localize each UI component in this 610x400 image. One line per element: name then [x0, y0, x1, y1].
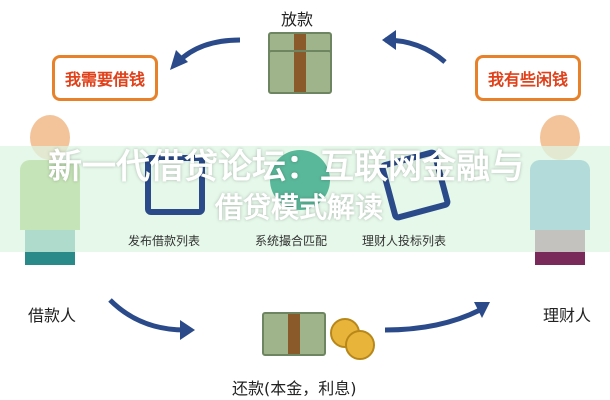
- repay-label: 还款(本金，利息): [232, 379, 357, 398]
- borrower-speech-bubble: 我需要借钱: [52, 55, 159, 101]
- publish-list-icon: [145, 155, 205, 215]
- overlay-title-line2: 借贷模式解读: [215, 191, 384, 224]
- arrow-left-bottom: [108, 298, 186, 333]
- money-stack-icon: [268, 50, 332, 94]
- step-2-label: 系统撮合匹配: [255, 234, 328, 248]
- coin-icon: [345, 330, 375, 360]
- overlay-title-line1: 新一代借贷论坛：互联网金融与: [48, 147, 524, 187]
- step-3-label: 理财人投标列表: [362, 234, 447, 248]
- lender-speech-bubble: 我有些闲钱: [475, 55, 582, 101]
- lend-label: 放款: [281, 10, 314, 29]
- arrow-left-top: [176, 37, 241, 64]
- borrower-label: 借款人: [28, 306, 77, 325]
- computer-icon: [270, 150, 330, 210]
- lender-label: 理财人: [543, 306, 592, 325]
- step-1-label: 发布借款列表: [128, 234, 201, 248]
- arrow-right-bottom: [384, 307, 482, 333]
- money-stack-icon: [262, 312, 326, 356]
